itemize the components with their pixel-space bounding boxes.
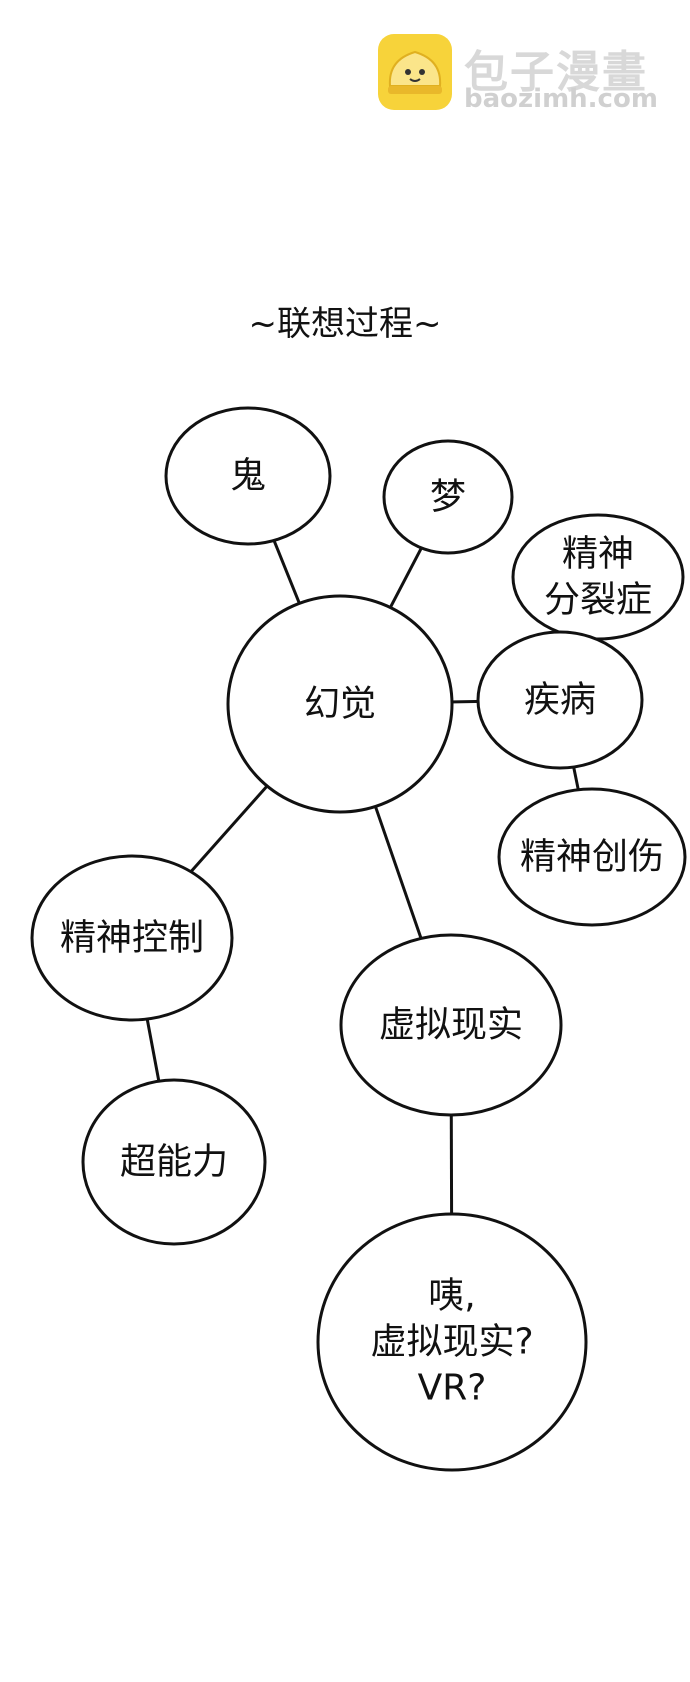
node-label: 虚拟现实? [370, 1322, 533, 1363]
node-label: 分裂症 [544, 580, 652, 621]
node-label: 精神 [562, 534, 634, 575]
node-circle [497, 787, 687, 927]
node-label: 幻觉 [304, 684, 376, 725]
node-huh-vr: 咦, 虚拟现实? VR? [316, 1212, 588, 1472]
node-disease: 疾病 [476, 630, 644, 770]
node-label: 精神创伤 [520, 837, 664, 878]
node-label: VR? [418, 1368, 487, 1409]
node-circle [382, 439, 514, 555]
node-label: 疾病 [524, 680, 596, 721]
node-circle [81, 1078, 267, 1246]
diagram-title: ~联想过程~ [248, 304, 442, 344]
node-circle [316, 1212, 588, 1472]
node-hallucination: 幻觉 [226, 594, 454, 814]
node-circle [164, 406, 332, 546]
watermark: 包子漫畫 baozimh.com [378, 34, 678, 118]
node-circle [226, 594, 454, 814]
node-mind-control: 精神控制 [30, 854, 234, 1022]
node-circle [476, 630, 644, 770]
node-label: 精神控制 [60, 918, 204, 959]
node-circle [30, 854, 234, 1022]
node-label: 咦, [428, 1276, 475, 1317]
node-ghost: 鬼 [164, 406, 332, 546]
watermark-url: baozimh.com [464, 84, 658, 114]
node-circle [339, 933, 563, 1117]
node-dream: 梦 [382, 439, 514, 555]
node-vr: 虚拟现实 [339, 933, 563, 1117]
node-label: 虚拟现实 [379, 1005, 523, 1046]
node-label: 梦 [430, 477, 466, 518]
node-superpower: 超能力 [81, 1078, 267, 1246]
bun-mascot-icon [378, 34, 452, 110]
node-label: 超能力 [120, 1142, 228, 1183]
node-label: 鬼 [230, 456, 266, 497]
node-trauma: 精神创伤 [497, 787, 687, 927]
watermark-brand: 包子漫畫 [464, 47, 648, 98]
